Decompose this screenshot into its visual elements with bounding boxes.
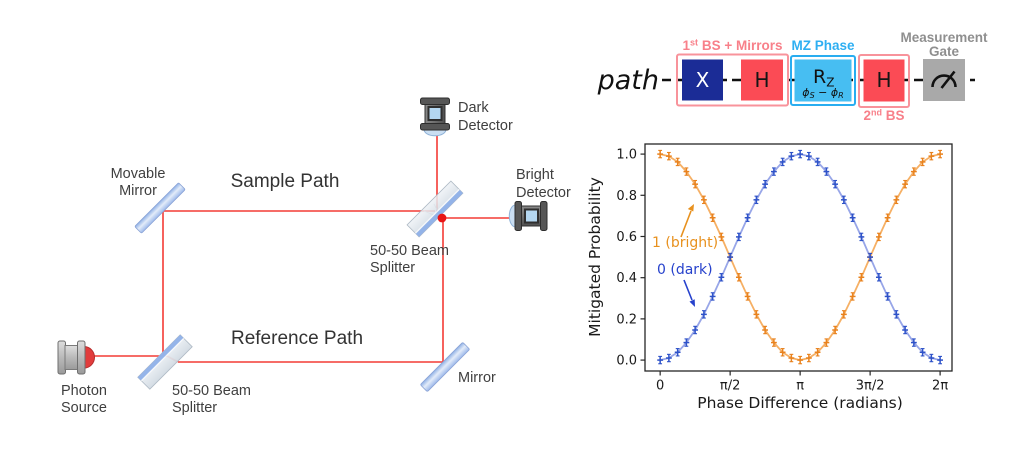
bright-detector-label-line1: Bright: [516, 167, 554, 183]
series-line: [659, 153, 941, 362]
h-gate-1: H: [741, 59, 783, 101]
annotation-dark-arrow: [683, 279, 695, 307]
movable-mirror-label-line2: Mirror: [119, 183, 157, 199]
bright-detector-label-line2: Detector: [516, 185, 571, 201]
annotation-bright: 1 (bright): [652, 235, 718, 251]
measurement-gate-label-line1: Measurement: [900, 30, 988, 45]
reference-path-label: Reference Path: [231, 328, 363, 349]
bright-detector-icon: [508, 201, 548, 231]
y-axis-label: Mitigated Probability: [586, 177, 604, 337]
mz-phase-label: MZ Phase: [791, 38, 855, 53]
probability-plot: 0 π/2 π 3π/2 2π 0.0 0.2 0.4 0.6 0.8 1.0 Phase Diff…: [586, 143, 953, 412]
x-tick-label: π/2: [720, 379, 740, 394]
x-gate-letter: X: [696, 68, 710, 92]
bottom-beam-splitter: [137, 334, 193, 390]
rz-gate: RZ ϕS − ϕR: [794, 59, 852, 102]
measurement-gate-label-line2: Gate: [929, 44, 960, 59]
dark-detector-label-line1: Dark: [458, 100, 489, 116]
h-gate-2-letter: H: [876, 68, 891, 92]
rz-gate-formula: ϕS − ϕR: [802, 86, 843, 100]
bottom-splitter-label-line2: Splitter: [172, 400, 217, 416]
mirror-label: Mirror: [458, 370, 496, 386]
photon-source-label-line1: Photon: [61, 383, 107, 399]
y-tick-label: 0.2: [616, 312, 637, 327]
movable-mirror: [134, 182, 186, 234]
chart-plot-area: 0 π/2 π 3π/2 2π 0.0 0.2 0.4 0.6 0.8 1.0: [616, 143, 953, 394]
top-splitter-label-line2: Splitter: [370, 260, 415, 276]
annotation-bright-arrow: [680, 204, 694, 238]
wire-label: path: [597, 65, 659, 96]
meter-arc-icon: [931, 74, 957, 88]
interferometer-diagram: Movable Mirror Sample Path Reference Pat…: [57, 97, 571, 416]
h-gate-1-letter: H: [754, 68, 769, 92]
y-tick-label: 0.6: [616, 230, 637, 245]
x-tick-label: 3π/2: [856, 379, 885, 394]
y-tick-label: 0.0: [616, 354, 637, 369]
x-gate: X: [682, 59, 723, 101]
x-tick-label: 2π: [932, 379, 948, 394]
meter-needle-icon: [940, 70, 956, 89]
second-bs-outline: [858, 54, 910, 108]
x-tick-label: 0: [656, 379, 664, 394]
photon-source-label-line2: Source: [61, 400, 107, 416]
mz-phase-outline: [790, 55, 856, 106]
y-tick-label: 0.8: [616, 189, 637, 204]
series-line: [659, 153, 941, 361]
bottom-splitter-label-line1: 50-50 Beam: [172, 383, 251, 399]
recombination-dot: [437, 213, 447, 223]
rz-gate-letter: RZ: [813, 66, 834, 90]
dark-detector-label-line2: Detector: [458, 118, 513, 134]
x-tick-label: π: [796, 379, 804, 394]
annotation-dark: 0 (dark): [657, 262, 713, 278]
second-bs-label: 2nd BS: [863, 108, 904, 124]
h-gate-2: H: [863, 59, 905, 102]
y-tick-label: 0.4: [616, 271, 637, 286]
movable-mirror-label-line1: Movable: [111, 166, 166, 182]
dark-detector-icon: [420, 97, 450, 137]
plot-frame: [644, 143, 953, 372]
mirror: [420, 342, 470, 392]
first-bs-outline: [676, 53, 789, 107]
sample-path-label: Sample Path: [231, 171, 340, 192]
laser-beam-path: [86, 131, 514, 363]
top-splitter-label-line1: 50-50 Beam: [370, 243, 449, 259]
x-axis-label: Phase Difference (radians): [697, 394, 903, 412]
y-tick-label: 1.0: [616, 148, 637, 163]
quantum-circuit: path 1st BS + Mirrors X H MZ Phase RZ ϕS…: [597, 30, 988, 124]
photon-source-icon: [57, 340, 95, 375]
measurement-gate: [923, 59, 965, 101]
first-bs-label: 1st BS + Mirrors: [683, 38, 783, 54]
top-beam-splitter: [406, 180, 464, 238]
